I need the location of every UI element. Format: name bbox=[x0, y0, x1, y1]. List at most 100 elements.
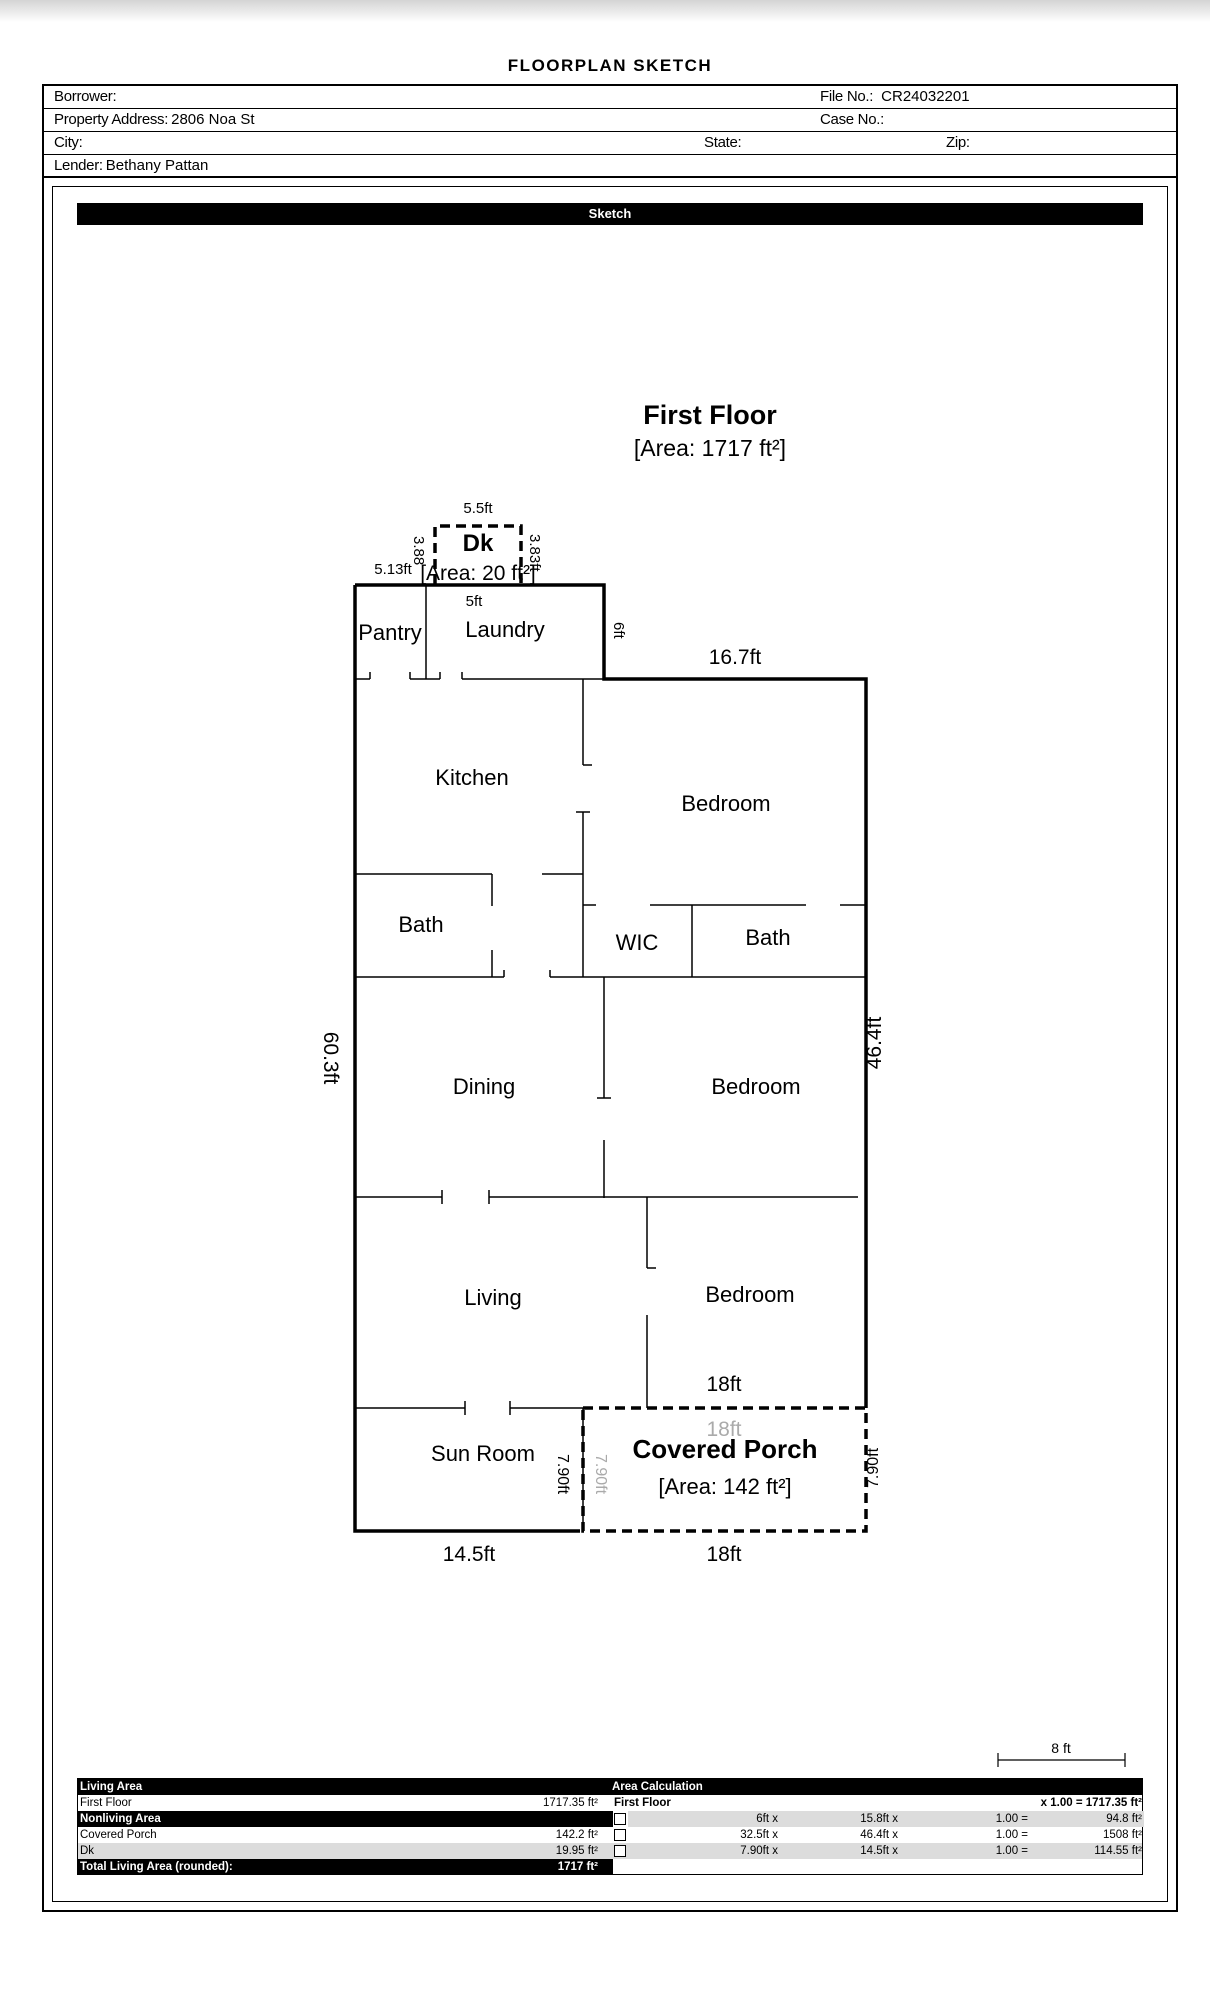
calc-height: 46.4ft x bbox=[860, 1829, 898, 1841]
dimension-label: 18ft bbox=[706, 1373, 741, 1396]
case-no-field: Case No.: bbox=[820, 111, 887, 129]
nonliving-header: Nonliving Area bbox=[78, 1811, 613, 1827]
dimension-label: 5.13ft bbox=[374, 561, 412, 578]
calc-factor: 1.00 = bbox=[995, 1813, 1028, 1825]
room-label-wic: WIC bbox=[616, 930, 659, 955]
property-address-label: Property Address: bbox=[54, 111, 169, 128]
covered-porch-value: 142.2 ft² bbox=[555, 1829, 598, 1841]
header-table: Borrower: File No.: CR24032201 Property A… bbox=[42, 84, 1178, 176]
calc-height: 14.5ft x bbox=[860, 1845, 898, 1857]
nonliving-row: Nonliving Area 6ft x 15.8ft x 1.00 = 94.… bbox=[78, 1811, 1144, 1827]
room-label-pantry: Pantry bbox=[358, 620, 422, 645]
dk-row: Dk 19.95 ft² 7.90ft x 14.5ft x 1.00 = 11… bbox=[78, 1843, 1142, 1859]
header-divider bbox=[44, 131, 1176, 132]
dimension-label: 6ft bbox=[610, 622, 627, 640]
lender-value: Bethany Pattan bbox=[105, 157, 209, 174]
header-divider bbox=[44, 108, 1176, 109]
floor-title: First Floor bbox=[643, 400, 777, 430]
living-area-header: Living Area bbox=[80, 1781, 143, 1793]
calc-area: 1508 ft² bbox=[1103, 1829, 1142, 1841]
dimension-label: 18ft bbox=[706, 1543, 741, 1566]
dk-label: Dk bbox=[80, 1845, 95, 1857]
deck-area: [Area: 20 ft²] bbox=[420, 562, 536, 585]
file-no-field: File No.: CR24032201 bbox=[820, 88, 970, 106]
dimension-label: 7.90ft bbox=[592, 1454, 609, 1495]
zip-label: Zip: bbox=[946, 134, 970, 151]
calc-width: 6ft x bbox=[756, 1813, 778, 1825]
page-title: FLOORPLAN SKETCH bbox=[507, 56, 713, 75]
floor-area: [Area: 1717 ft²] bbox=[634, 435, 786, 461]
sketch-frame-outer bbox=[42, 176, 1178, 1912]
property-address-field: Property Address:2806 Noa St bbox=[54, 111, 255, 129]
exterior-wall bbox=[353, 583, 868, 1533]
deck-label: Dk bbox=[463, 530, 494, 557]
scale-label: 8 ft bbox=[1051, 1740, 1071, 1756]
checkbox[interactable] bbox=[614, 1829, 626, 1841]
checkbox[interactable] bbox=[614, 1813, 626, 1825]
dimension-label: 5.5ft bbox=[463, 500, 493, 517]
dimension-label: 5ft bbox=[466, 593, 484, 610]
lender-label: Lender: bbox=[54, 157, 103, 174]
borrower-label: Borrower: bbox=[54, 88, 117, 105]
first-floor-label: First Floor bbox=[80, 1797, 132, 1809]
sketch-title-bar: Sketch bbox=[77, 203, 1143, 225]
porch-label: Covered Porch bbox=[633, 1434, 818, 1464]
room-label-living: Living bbox=[464, 1285, 521, 1310]
deck-outline bbox=[433, 524, 523, 585]
header-divider bbox=[44, 154, 1176, 155]
zip-field: Zip: bbox=[946, 134, 970, 152]
window-top-bar bbox=[0, 0, 1210, 22]
calc-height: 15.8ft x bbox=[860, 1813, 898, 1825]
city-label: City: bbox=[54, 134, 83, 151]
area-calculation-table: Living Area Area Calculation First Floor… bbox=[77, 1778, 1144, 1875]
area-calc-header: Area Calculation bbox=[612, 1781, 703, 1793]
scale-bar: 8 ft bbox=[997, 1740, 1126, 1767]
covered-porch-label: Covered Porch bbox=[80, 1829, 157, 1841]
checkbox[interactable] bbox=[614, 1845, 626, 1857]
dk-value: 19.95 ft² bbox=[555, 1845, 598, 1857]
room-label-kitchen: Kitchen bbox=[435, 765, 508, 790]
calc-area: 114.55 ft² bbox=[1094, 1845, 1142, 1857]
calc-factor: 1.00 = bbox=[995, 1829, 1028, 1841]
dimension-label: 7.90ft bbox=[865, 1447, 882, 1488]
covered-porch-row: Covered Porch 142.2 ft² 32.5ft x 46.4ft … bbox=[78, 1827, 1142, 1843]
city-field: City: bbox=[54, 134, 83, 152]
dimension-label: 60.3ft bbox=[319, 1032, 342, 1085]
dimension-label: 7.90ft bbox=[554, 1454, 571, 1495]
room-label-bath: Bath bbox=[745, 925, 790, 950]
living-area-header-row: Living Area Area Calculation bbox=[78, 1779, 1142, 1795]
room-label-sun-room: Sun Room bbox=[431, 1441, 535, 1466]
calc-row-shade bbox=[628, 1811, 1144, 1827]
dimension-label: 46.4ft bbox=[863, 1017, 886, 1070]
borrower-field: Borrower: bbox=[54, 88, 119, 106]
room-label-bedroom: Bedroom bbox=[681, 791, 770, 816]
porch-area: [Area: 142 ft²] bbox=[658, 1474, 791, 1499]
case-no-label: Case No.: bbox=[820, 111, 884, 128]
dimension-label: 3.83ft bbox=[526, 534, 543, 572]
first-floor-value: 1717.35 ft² bbox=[543, 1797, 598, 1809]
lender-field: Lender:Bethany Pattan bbox=[54, 157, 208, 175]
state-label: State: bbox=[704, 134, 742, 151]
property-address-value: 2806 Noa St bbox=[171, 111, 255, 128]
total-living-area-label: Total Living Area (rounded): bbox=[78, 1859, 613, 1875]
room-label-bath: Bath bbox=[398, 912, 443, 937]
first-floor-row: First Floor 1717.35 ft² First Floor x 1.… bbox=[78, 1795, 1142, 1811]
calc-factor: 1.00 = bbox=[995, 1845, 1028, 1857]
total-living-area-value: 1717 ft² bbox=[557, 1861, 598, 1873]
state-field: State: bbox=[704, 134, 742, 152]
dimension-label: 16.7ft bbox=[709, 646, 762, 669]
calc-width: 32.5ft x bbox=[740, 1829, 778, 1841]
dimension-label: 18ft bbox=[706, 1418, 741, 1441]
dimension-label: 3.88 bbox=[410, 536, 427, 565]
calc-first-floor-label: First Floor bbox=[614, 1797, 671, 1809]
interior-walls bbox=[355, 585, 866, 1531]
room-label-laundry: Laundry bbox=[465, 617, 545, 642]
sketch-frame-inner bbox=[52, 186, 1168, 1902]
calc-width: 7.90ft x bbox=[740, 1845, 778, 1857]
calc-first-floor-total: x 1.00 = 1717.35 ft² bbox=[1040, 1797, 1142, 1809]
file-no-value: CR24032201 bbox=[881, 88, 970, 105]
file-no-label: File No.: bbox=[820, 88, 874, 105]
dimension-label: 14.5ft bbox=[443, 1543, 496, 1566]
room-label-dining: Dining bbox=[453, 1074, 515, 1099]
